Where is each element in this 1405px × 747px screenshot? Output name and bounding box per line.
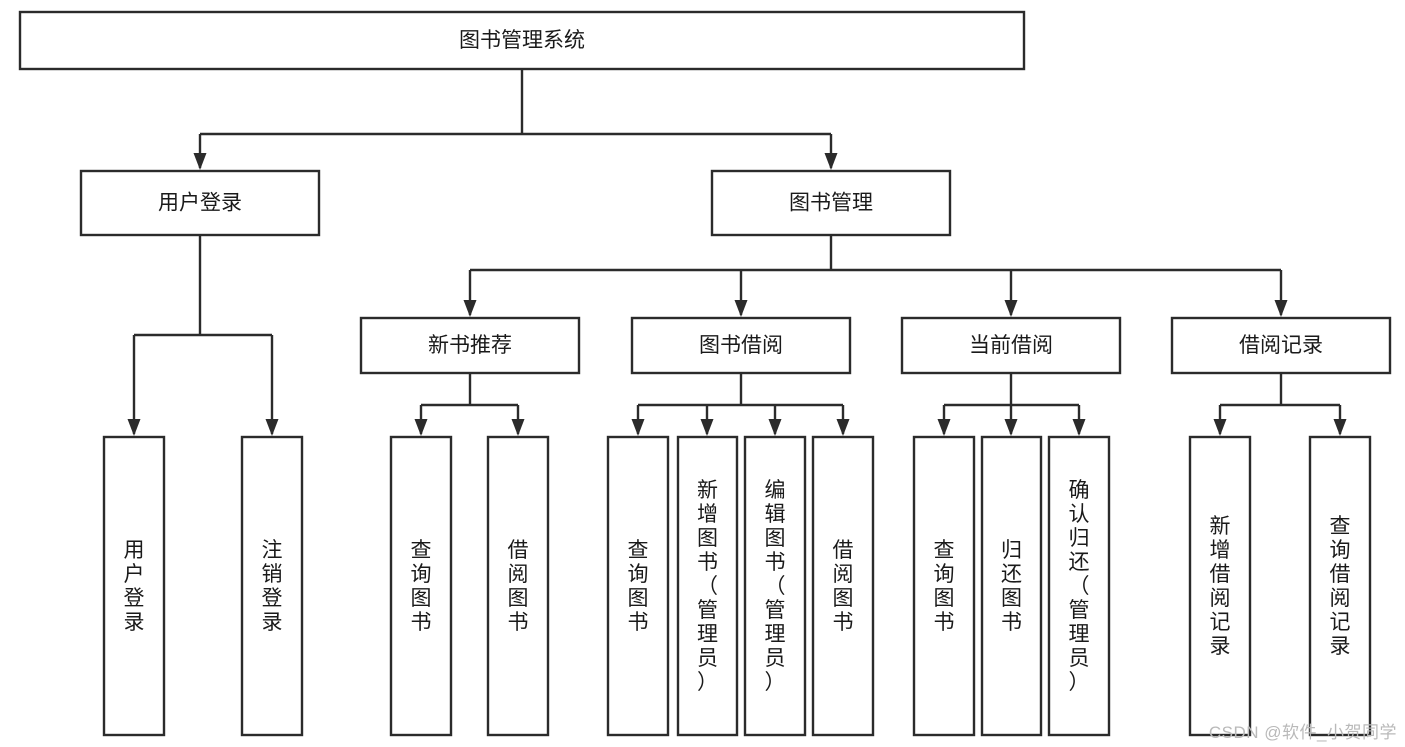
arrow-head-icon (1333, 419, 1347, 436)
node-book-management-label: 图书管理 (789, 192, 873, 215)
node-leaf-confirm-return-rect[interactable] (1047, 435, 1111, 737)
node-leaf-return-book[interactable]: 归还图书 (980, 435, 1043, 737)
arrow-head-icon (937, 419, 951, 436)
node-leaf-confirm-return[interactable]: 确认归还（管理员） (1047, 435, 1111, 737)
node-leaf-edit-book-label: 编辑图书（管理员） (765, 479, 786, 694)
node-leaf-query-record-label: 查询借阅记录 (1330, 515, 1351, 658)
node-leaf-return-book-rect[interactable] (980, 435, 1043, 737)
connectors-layer (127, 69, 1347, 436)
node-new-book-recommend-label: 新书推荐 (428, 334, 512, 357)
node-root-system-label: 图书管理系统 (459, 29, 585, 52)
node-borrow-record-label: 借阅记录 (1239, 334, 1323, 357)
node-leaf-query-book-3[interactable]: 查询图书 (912, 435, 976, 737)
arrow-head-icon (631, 419, 645, 436)
nodes-layer: 图书管理系统用户登录图书管理新书推荐图书借阅当前借阅借阅记录用户登录注销登录查询… (18, 10, 1392, 737)
node-borrow-record-rect[interactable] (1170, 316, 1392, 375)
node-current-borrow[interactable]: 当前借阅 (900, 316, 1122, 375)
watermark-text: CSDN @软件_小贺同学 (1208, 723, 1397, 742)
node-leaf-query-book-3-label: 查询图书 (934, 539, 955, 634)
node-leaf-user-login-label: 用户登录 (124, 539, 145, 634)
node-leaf-borrow-book-1[interactable]: 借阅图书 (486, 435, 550, 737)
arrow-head-icon (265, 419, 279, 436)
node-new-book-recommend-rect[interactable] (359, 316, 581, 375)
node-leaf-confirm-return-label: 确认归还（管理员） (1069, 479, 1090, 694)
arrow-head-icon (1072, 419, 1086, 436)
node-leaf-query-book-1-rect[interactable] (389, 435, 453, 737)
node-leaf-logout-label: 注销登录 (262, 539, 283, 634)
node-leaf-borrow-book-2[interactable]: 借阅图书 (811, 435, 875, 737)
arrow-head-icon (734, 300, 748, 317)
node-book-management-rect[interactable] (710, 169, 952, 237)
node-leaf-edit-book[interactable]: 编辑图书（管理员） (743, 435, 807, 737)
node-book-borrow[interactable]: 图书借阅 (630, 316, 852, 375)
node-leaf-user-login[interactable]: 用户登录 (102, 435, 166, 737)
arrow-head-icon (1213, 419, 1227, 436)
node-leaf-edit-book-rect[interactable] (743, 435, 807, 737)
node-leaf-borrow-book-2-label: 借阅图书 (833, 539, 854, 634)
arrow-head-icon (511, 419, 525, 436)
node-leaf-borrow-book-1-label: 借阅图书 (508, 539, 529, 634)
node-user-login[interactable]: 用户登录 (79, 169, 321, 237)
arrow-head-icon (1004, 300, 1018, 317)
arrow-head-icon (700, 419, 714, 436)
node-leaf-query-book-1[interactable]: 查询图书 (389, 435, 453, 737)
arrow-head-icon (768, 419, 782, 436)
node-root-system[interactable]: 图书管理系统 (18, 10, 1026, 71)
arrow-head-icon (127, 419, 141, 436)
node-leaf-query-record-rect[interactable] (1308, 435, 1372, 737)
node-book-management[interactable]: 图书管理 (710, 169, 952, 237)
node-leaf-add-book[interactable]: 新增图书（管理员） (676, 435, 739, 737)
node-user-login-rect[interactable] (79, 169, 321, 237)
node-leaf-query-book-2-label: 查询图书 (628, 539, 649, 634)
node-leaf-add-book-rect[interactable] (676, 435, 739, 737)
arrow-head-icon (1004, 419, 1018, 436)
arrow-head-icon (1274, 300, 1288, 317)
node-leaf-return-book-label: 归还图书 (1001, 539, 1022, 634)
node-leaf-user-login-rect[interactable] (102, 435, 166, 737)
arrow-head-icon (193, 153, 207, 170)
node-leaf-query-book-3-rect[interactable] (912, 435, 976, 737)
node-leaf-query-book-2[interactable]: 查询图书 (606, 435, 670, 737)
node-leaf-borrow-book-2-rect[interactable] (811, 435, 875, 737)
node-borrow-record[interactable]: 借阅记录 (1170, 316, 1392, 375)
node-leaf-query-book-1-label: 查询图书 (411, 539, 432, 634)
node-leaf-add-record[interactable]: 新增借阅记录 (1188, 435, 1252, 737)
node-current-borrow-label: 当前借阅 (969, 334, 1053, 357)
arrow-head-icon (463, 300, 477, 317)
node-leaf-logout-rect[interactable] (240, 435, 304, 737)
node-leaf-add-record-label: 新增借阅记录 (1210, 515, 1231, 658)
node-new-book-recommend[interactable]: 新书推荐 (359, 316, 581, 375)
node-leaf-add-book-label: 新增图书（管理员） (697, 479, 718, 694)
node-book-borrow-rect[interactable] (630, 316, 852, 375)
arrow-head-icon (836, 419, 850, 436)
node-current-borrow-rect[interactable] (900, 316, 1122, 375)
node-book-borrow-label: 图书借阅 (699, 334, 783, 357)
node-leaf-query-record[interactable]: 查询借阅记录 (1308, 435, 1372, 737)
arrow-head-icon (824, 153, 838, 170)
node-leaf-add-record-rect[interactable] (1188, 435, 1252, 737)
node-leaf-borrow-book-1-rect[interactable] (486, 435, 550, 737)
node-leaf-query-book-2-rect[interactable] (606, 435, 670, 737)
node-user-login-label: 用户登录 (158, 192, 242, 215)
node-root-system-rect[interactable] (18, 10, 1026, 71)
arrow-head-icon (414, 419, 428, 436)
node-leaf-logout[interactable]: 注销登录 (240, 435, 304, 737)
